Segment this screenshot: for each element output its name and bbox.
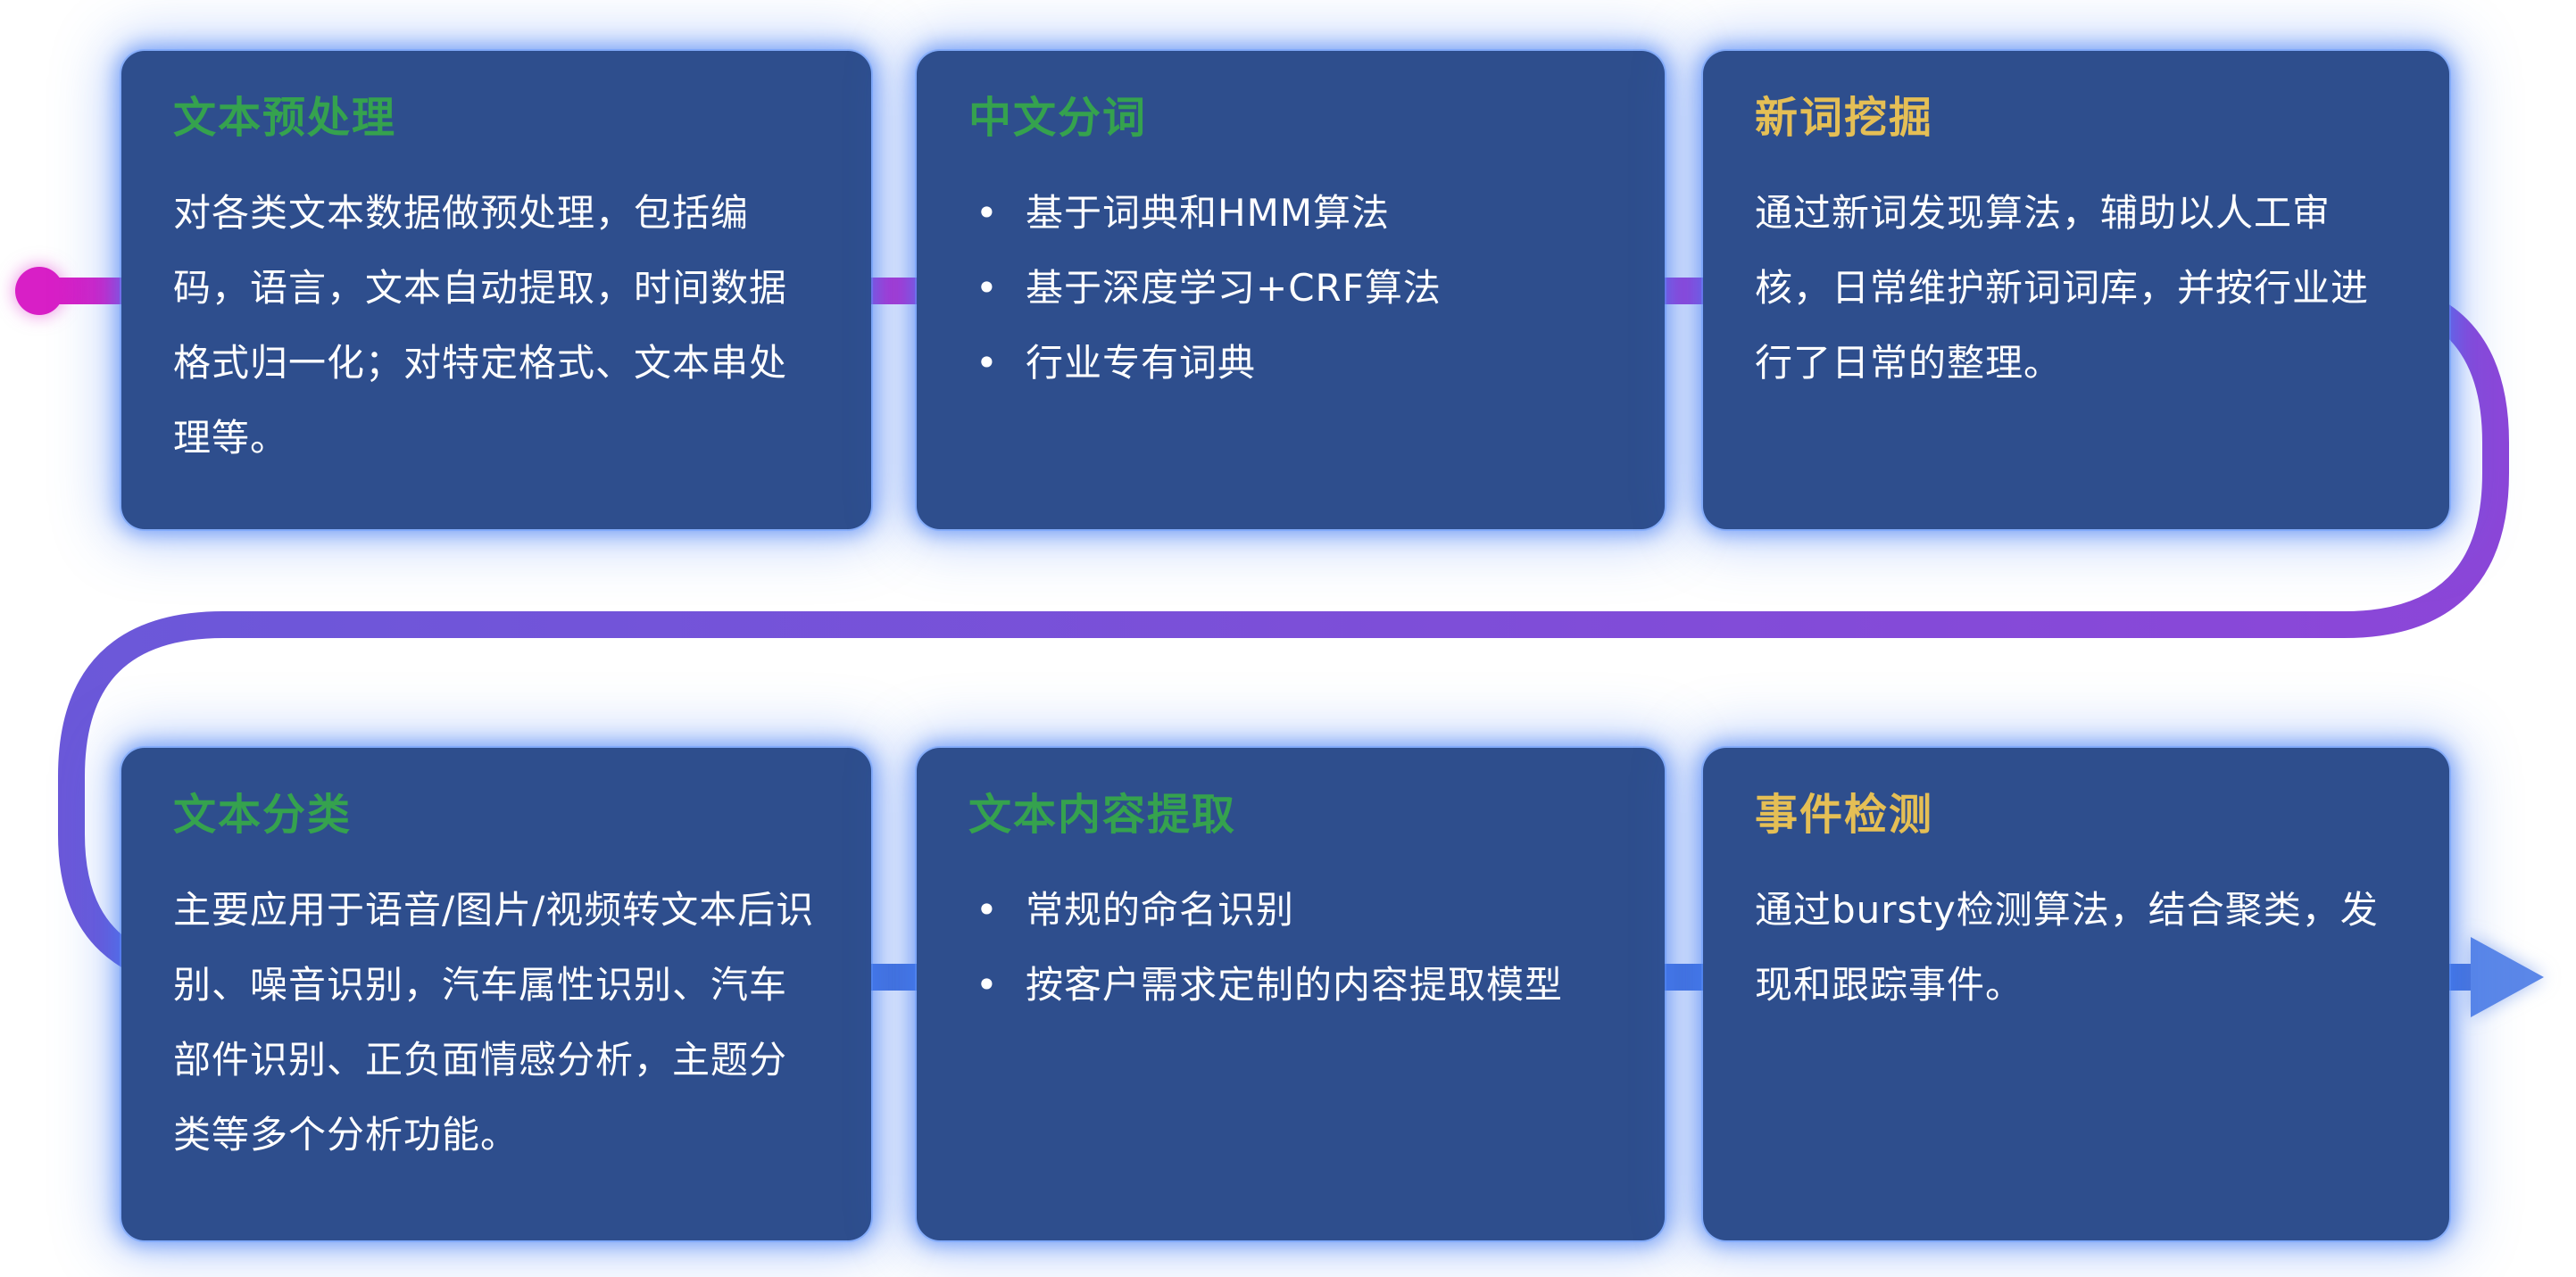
card-title: 中文分词 bbox=[968, 93, 1148, 143]
card-title: 新词挖掘 bbox=[1755, 93, 1934, 143]
card-chinese-segmentation: 中文分词 基于词典和HMM算法 基于深度学习+CRF算法 行业专有词典 bbox=[917, 51, 1665, 529]
card-title: 文本预处理 bbox=[173, 93, 397, 143]
flow-start-dot-icon bbox=[15, 267, 63, 315]
card-body: 通过新词发现算法，辅助以人工审核，日常维护新词词库，并按行业进行了日常的整理。 bbox=[1755, 191, 2370, 386]
card-text-classification: 文本分类 主要应用于语音/图片/视频转文本后识别、噪音识别，汽车属性识别、汽车部… bbox=[121, 748, 871, 1240]
bullet-item: 常规的命名识别 bbox=[968, 873, 1613, 948]
card-body: 通过bursty检测算法，结合聚类，发现和跟踪事件。 bbox=[1755, 888, 2379, 1008]
flow-path-middle bbox=[58, 460, 2509, 794]
card-body: 对各类文本数据做预处理，包括编码，语言，文本自动提取，时间数据格式归一化；对特定… bbox=[173, 191, 788, 460]
card-title: 文本分类 bbox=[173, 790, 353, 840]
card-title: 事件检测 bbox=[1755, 790, 1934, 840]
card-event-detection: 事件检测 通过bursty检测算法，结合聚类，发现和跟踪事件。 bbox=[1703, 748, 2449, 1240]
card-title: 文本内容提取 bbox=[968, 790, 1237, 840]
card-body: 主要应用于语音/图片/视频转文本后识别、噪音识别，汽车属性识别、汽车部件识别、正… bbox=[173, 888, 815, 1157]
bullet-item: 行业专有词典 bbox=[968, 326, 1613, 401]
card-text-preprocessing: 文本预处理 对各类文本数据做预处理，包括编码，语言，文本自动提取，时间数据格式归… bbox=[121, 51, 871, 529]
card-new-word-mining: 新词挖掘 通过新词发现算法，辅助以人工审核，日常维护新词词库，并按行业进行了日常… bbox=[1703, 51, 2449, 529]
flow-arrow-icon bbox=[2471, 937, 2544, 1017]
bullet-item: 基于词典和HMM算法 bbox=[968, 176, 1613, 251]
bullet-list: 常规的命名识别 按客户需求定制的内容提取模型 bbox=[968, 873, 1613, 1023]
bullet-list: 基于词典和HMM算法 基于深度学习+CRF算法 行业专有词典 bbox=[968, 176, 1613, 401]
bullet-item: 按客户需求定制的内容提取模型 bbox=[968, 948, 1613, 1023]
card-content-extraction: 文本内容提取 常规的命名识别 按客户需求定制的内容提取模型 bbox=[917, 748, 1665, 1240]
bullet-item: 基于深度学习+CRF算法 bbox=[968, 251, 1613, 326]
